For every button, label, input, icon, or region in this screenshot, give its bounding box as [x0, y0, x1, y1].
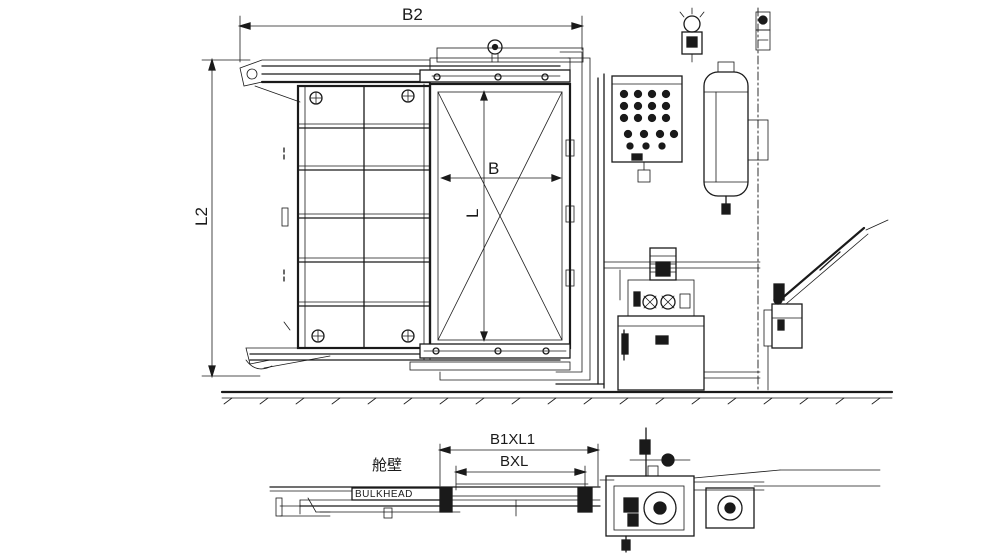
dimension-l2: L2 — [192, 57, 261, 379]
dimension-b1xl1: B1XL1 — [437, 431, 601, 487]
door-leaf-right: B L — [423, 82, 575, 361]
bulkhead-plate: BULKHEAD — [269, 483, 601, 519]
signal-lamp-units — [679, 7, 771, 63]
label-l2: L2 — [192, 207, 211, 226]
bottom-rail — [245, 343, 571, 371]
coaming-frame — [439, 51, 605, 389]
label-bulkhead-en: BULKHEAD — [355, 489, 413, 500]
label-b2: B2 — [402, 5, 423, 24]
label-b1xl1: B1XL1 — [490, 431, 535, 448]
plan-hydraulic-unit — [599, 427, 881, 553]
plan-hand-pump — [705, 485, 881, 529]
label-bxl: BXL — [500, 453, 528, 470]
control-panel — [611, 75, 683, 183]
dimension-b2: B2 — [237, 5, 585, 63]
dimension-bxl: BXL — [453, 453, 588, 491]
accumulator-cylinder — [703, 61, 769, 215]
hand-pump — [763, 219, 889, 391]
warning-lamp-icon — [683, 15, 701, 33]
hydraulic-power-unit — [603, 247, 761, 391]
door-leaf-left — [281, 84, 432, 350]
label-b: B — [488, 159, 499, 178]
indicator-lamps — [619, 89, 679, 150]
label-l: L — [463, 209, 482, 218]
front-elevation: B2 L2 — [192, 5, 894, 405]
deck-line — [220, 390, 894, 405]
plan-view: B1XL1 BXL 舱壁 BULKHEAD — [269, 427, 881, 553]
top-rail — [239, 39, 584, 103]
label-bulkhead-cn: 舱壁 — [372, 457, 402, 474]
